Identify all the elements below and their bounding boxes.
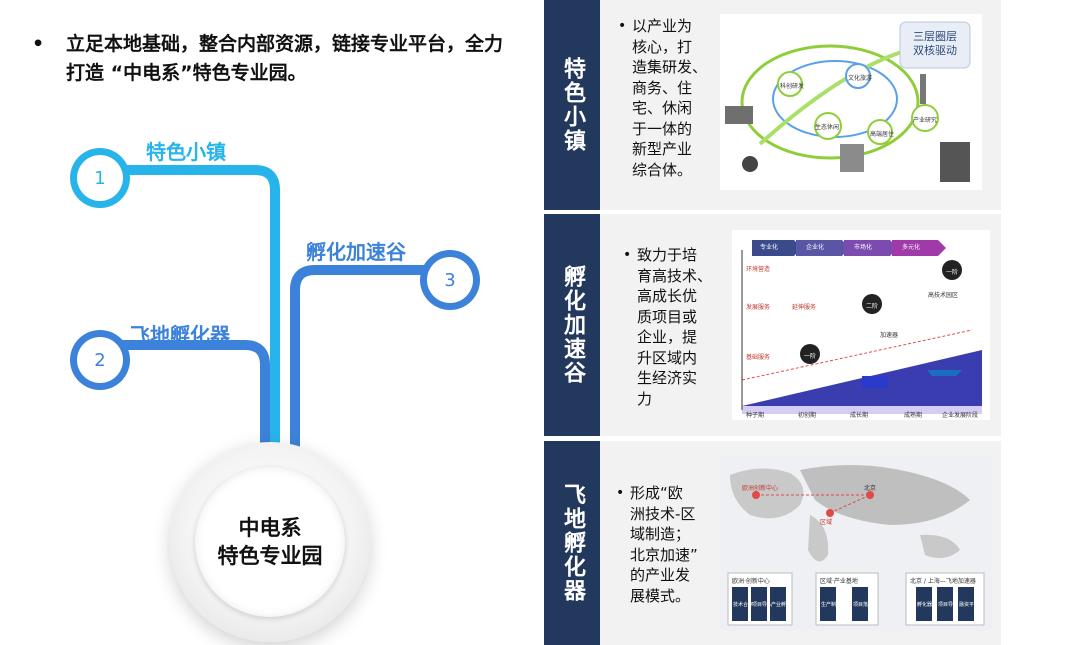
- box-3-cell-3: 融资平台: [959, 602, 980, 608]
- world-map-graphic: [727, 465, 985, 626]
- town-diagram-graphic: [725, 21, 971, 182]
- node-1-number: 1: [77, 155, 123, 201]
- town-node-3: 科创研发: [780, 83, 805, 90]
- branch-2-label: 飞地孵化器: [130, 323, 230, 347]
- stage-4: 多元化: [902, 244, 921, 251]
- phase-2: 初创期: [798, 412, 817, 419]
- town-node-5: 产业研究: [913, 117, 938, 124]
- panel-town-figure: 三层圈层双核驱动 生态休闲 文化旅游 科创研发 高端居住 产业研究: [720, 14, 982, 190]
- headline: • 立足本地基础，整合内部资源，链接专业平台，全力打造 “中电系”特色专业园。: [32, 30, 512, 88]
- branch-1-line: [95, 165, 280, 450]
- box-1-cell-1: 技术合作: [733, 602, 754, 608]
- box-1-title: 欧洲·创新中心: [732, 578, 770, 585]
- map-label-europe: 欧洲创新中心: [742, 485, 779, 492]
- box-2-cell-2: 项目落地: [853, 602, 874, 608]
- phase-1: 种子期: [746, 412, 765, 419]
- town-node-1: 生态休闲: [815, 124, 840, 131]
- step-1: 一阶: [804, 353, 817, 360]
- stage-2: 企业化: [806, 244, 825, 251]
- branch-1-label: 特色小镇: [146, 140, 226, 164]
- box-3-title: 北京 / 上海—飞地加速器: [910, 578, 976, 585]
- panel-accelerator-tag: 孵化加速谷: [544, 214, 600, 436]
- node-3-number: 3: [427, 257, 473, 303]
- phase-3: 成长期: [850, 412, 869, 419]
- map-label-region: 区域: [820, 519, 833, 526]
- step-2: 二阶: [866, 303, 879, 310]
- label-3: 基础服务: [746, 354, 771, 361]
- stage-1: 专业化: [760, 244, 779, 251]
- town-badge: 三层圈层双核驱动: [913, 30, 957, 57]
- label-4: 延伸服务: [792, 304, 817, 311]
- panel-accelerator-text: • 致力于培育高技术、 高成长优质项目或 企业，提升区域内 生经济实力: [623, 246, 713, 408]
- label-6: 高技术园区: [928, 292, 959, 299]
- node-2-number: 2: [77, 337, 123, 383]
- phase-4: 成熟期: [904, 412, 923, 419]
- panel-enclave-tag: 飞地孵化器: [544, 441, 600, 645]
- box-2-cell-1: 生产制造: [821, 602, 842, 608]
- panel-enclave-text: • 形成“欧洲技术-区 域制造；北京加速” 的产业发展模式。: [616, 484, 698, 605]
- panel-town: 特色小镇 • 以产业为核心，打 造集研发、商务、住 宅、休闲于一体的 新型产业综…: [544, 0, 1001, 210]
- center-line-1: 中电系: [238, 516, 302, 540]
- box-1-cell-2: 项目导入: [752, 602, 773, 608]
- box-3-cell-2: 项目导入: [938, 602, 959, 608]
- panel-accelerator: 孵化加速谷 • 致力于培育高技术、 高成长优质项目或 企业，提升区域内 生经济实…: [544, 214, 1001, 436]
- accelerator-graphic: [741, 240, 982, 414]
- panel-town-tag: 特色小镇: [544, 0, 600, 210]
- center-line-2: 特色专业园: [217, 544, 323, 568]
- stage-3: 市场化: [854, 244, 873, 251]
- box-1-cell-3: 产业孵化: [771, 602, 792, 608]
- label-1: 环境营造: [746, 266, 771, 273]
- phase-5: 企业发展阶段: [942, 412, 979, 419]
- town-node-2: 文化旅游: [848, 75, 873, 82]
- center-circle: 中电系 特色专业园: [195, 467, 345, 617]
- panel-town-text: • 以产业为核心，打 造集研发、商务、住 宅、休闲于一体的 新型产业综合体。: [618, 17, 708, 179]
- panel-enclave-figure: 欧洲创新中心 北京 区域 欧洲·创新中心 区域·产业基地 北京 / 上海—飞地加…: [720, 455, 992, 631]
- box-2-title: 区域·产业基地: [820, 578, 858, 585]
- label-5: 加速器: [880, 332, 899, 339]
- box-3-cell-1: 孵化器: [917, 602, 933, 608]
- headline-text: 立足本地基础，整合内部资源，链接专业平台，全力打造 “中电系”特色专业园。: [66, 33, 504, 84]
- branch-3-label: 孵化加速谷: [306, 240, 406, 264]
- label-2: 发展服务: [746, 304, 771, 311]
- headline-bullet: •: [32, 33, 45, 55]
- panel-enclave: 飞地孵化器 • 形成“欧洲技术-区 域制造；北京加速” 的产业发展模式。: [544, 441, 1001, 645]
- step-3: 一阶: [946, 269, 959, 276]
- town-node-4: 高端居住: [870, 131, 895, 138]
- map-label-beijing: 北京: [864, 485, 877, 492]
- panel-accelerator-figure: 专业化 企业化 市场化 多元化 一阶 二阶 一阶 环境营造 发展服务 基础服务 …: [732, 230, 990, 420]
